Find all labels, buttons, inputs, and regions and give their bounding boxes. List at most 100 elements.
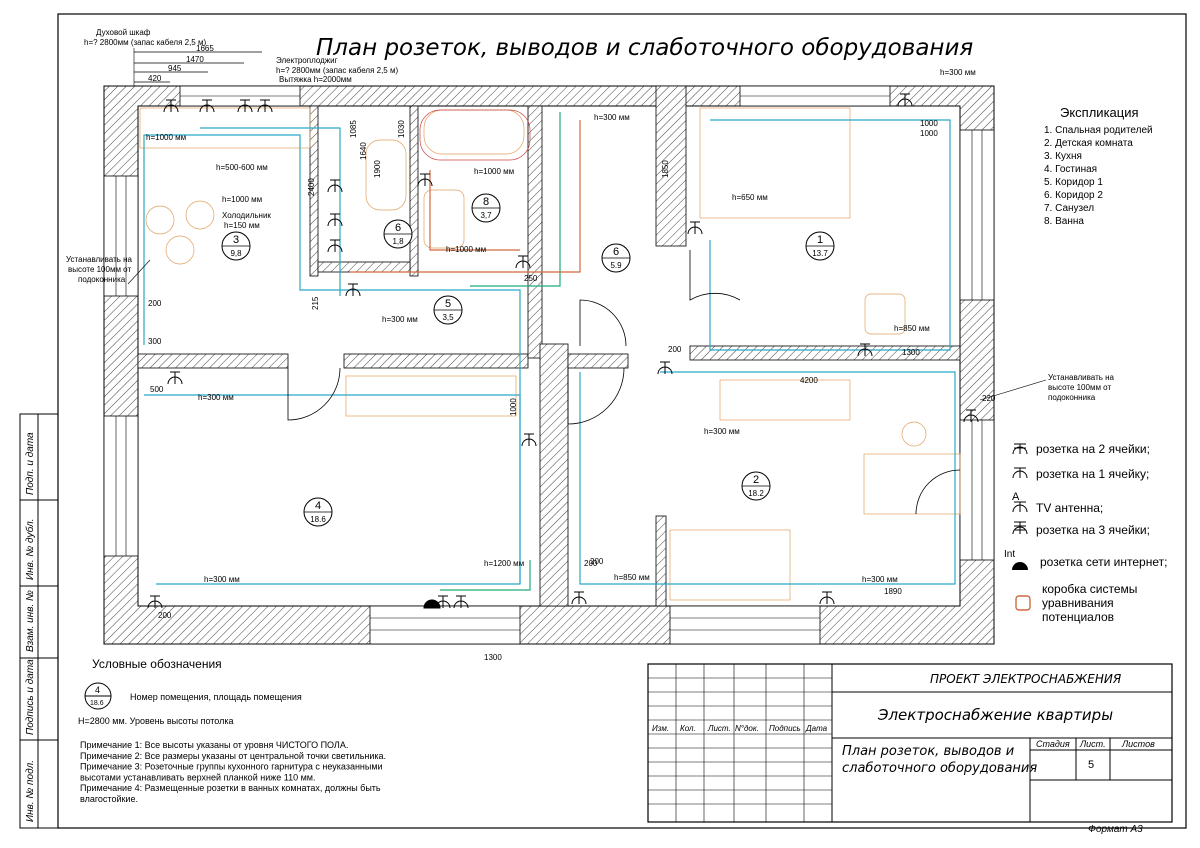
room-marker: 418.6 bbox=[303, 497, 333, 527]
legend-internet: розетка сети интернет; bbox=[1040, 555, 1167, 569]
side-stamp-sign: Подпись и дата bbox=[25, 659, 36, 735]
explication-item: 8. Ванна bbox=[1044, 216, 1084, 227]
socket-icon bbox=[167, 371, 183, 385]
room-number: 1 bbox=[817, 234, 823, 246]
dim-1665: 1665 bbox=[196, 44, 214, 53]
cable-living bbox=[144, 394, 521, 584]
internet-socket-icon bbox=[423, 599, 441, 609]
window-note-left-2: высоте 100мм от bbox=[68, 265, 131, 274]
legend-socket-2: розетка на 2 ячейки; bbox=[1036, 442, 1150, 456]
legend-internet-mark: Int bbox=[1004, 549, 1015, 560]
socket-icon bbox=[147, 595, 163, 609]
conventions: Условные обозначения 4 18.6 Номер помеще… bbox=[78, 657, 386, 804]
explication-item: 1. Спальная родителей bbox=[1044, 125, 1153, 136]
window-note-left-3: подоконника bbox=[78, 275, 126, 284]
room-number: 4 bbox=[315, 500, 321, 512]
outer-walls bbox=[103, 85, 995, 645]
col-doc: N°док. bbox=[735, 724, 759, 733]
socket-icon bbox=[199, 99, 215, 113]
dimension-label: 200 bbox=[148, 299, 162, 308]
stove-label: Электроплоджиг bbox=[276, 56, 338, 65]
window-note-left-1: Устанавливать на bbox=[66, 255, 133, 264]
explication-item: 3. Кухня bbox=[1044, 151, 1082, 162]
socket-icon bbox=[963, 409, 979, 423]
dimension-label: 200 bbox=[584, 559, 598, 568]
dimension-label: 500 bbox=[150, 385, 164, 394]
dimension-label: 200 bbox=[590, 557, 604, 566]
title-block: Изм. Кол. Лист. N°док. Подпись Дата ПРОЕ… bbox=[647, 663, 1173, 835]
stamp-project: ПРОЕКТ ЭЛЕКТРОСНАБЖЕНИЯ bbox=[930, 672, 1122, 686]
explication-item: 2. Детская комната bbox=[1044, 138, 1133, 149]
dimension-label: 1085 bbox=[349, 120, 358, 138]
dimension-label: 1900 bbox=[373, 160, 382, 178]
room-number: 6 bbox=[395, 222, 401, 234]
stamp-list-value: 5 bbox=[1088, 759, 1094, 771]
room-number: 2 bbox=[753, 474, 759, 486]
stove-height: h=? 2800мм (запас кабеля 2,5 м) bbox=[276, 66, 398, 75]
room-area: 13.7 bbox=[812, 249, 828, 258]
dimension-label: 1000 bbox=[920, 129, 938, 138]
socket-icon bbox=[515, 255, 531, 269]
socket-icon bbox=[327, 213, 343, 227]
example-area: 18.6 bbox=[90, 700, 104, 707]
socket-icon bbox=[257, 99, 273, 113]
page-title: План розеток, выводов и слаботочного обо… bbox=[316, 35, 973, 61]
dimension-label: 1000 bbox=[509, 398, 518, 416]
socket-icon bbox=[453, 595, 469, 609]
socket-icon bbox=[327, 179, 343, 193]
room-marker: 83,7 bbox=[471, 193, 501, 223]
furniture bbox=[139, 107, 961, 601]
room-area: 5.9 bbox=[610, 261, 622, 270]
cable-bath bbox=[350, 120, 581, 273]
height-label: h=1000 мм bbox=[222, 195, 262, 204]
side-stamp-dup: Инв. № дубл. bbox=[24, 519, 36, 581]
dim-1470: 1470 bbox=[186, 55, 204, 64]
window-note-right-2: высоте 100мм от bbox=[1048, 383, 1111, 392]
height-label: h=300 мм bbox=[204, 575, 240, 584]
dimension-label: 1300 bbox=[484, 653, 502, 662]
stamp-object: Электроснабжение квартиры bbox=[877, 706, 1113, 724]
cable-corridor bbox=[470, 112, 561, 287]
socket-3-icon bbox=[1012, 521, 1028, 535]
col-list: Лист. bbox=[707, 724, 731, 733]
height-label: h=300 мм bbox=[382, 315, 418, 324]
example-text: Номер помещения, площадь помещения bbox=[130, 692, 302, 702]
oven-label: Духовой шкаф bbox=[96, 28, 151, 37]
height-label: h=850 мм bbox=[614, 573, 650, 582]
room-area: 3,7 bbox=[480, 211, 492, 220]
window-note-right-3: подоконника bbox=[1048, 393, 1096, 402]
stamp-lists: Листов bbox=[1121, 739, 1155, 749]
col-sign: Подпись bbox=[769, 724, 801, 733]
height-text: H=2800 мм. Уровень высоты потолка bbox=[78, 716, 233, 726]
window-note-right-1: Устанавливать на bbox=[1048, 373, 1115, 382]
stamp-sheet-title-2: слаботочного оборудования bbox=[842, 761, 1037, 776]
room-area: 9,8 bbox=[230, 249, 242, 258]
note-line: высотами устанавливать верхней планкой н… bbox=[80, 772, 315, 782]
height-label: h=1000 мм bbox=[146, 133, 186, 142]
socket-icon bbox=[237, 99, 253, 113]
room-marker: 39,8 bbox=[221, 231, 251, 261]
room-marker: 218.2 bbox=[741, 471, 771, 501]
cable-bedroom bbox=[709, 119, 951, 351]
room-marker: 61,8 bbox=[383, 219, 413, 249]
dimension-label: 2400 bbox=[307, 178, 316, 196]
socket-1-icon bbox=[1012, 467, 1028, 479]
socket-symbols bbox=[147, 93, 979, 609]
legend: розетка на 2 ячейки; розетка на 1 ячейку… bbox=[1004, 442, 1167, 624]
room-number: 3 bbox=[233, 234, 239, 246]
stamp-sheet-title-1: План розеток, выводов и bbox=[842, 744, 1014, 759]
room-marker: 53,5 bbox=[433, 295, 463, 325]
socket-icon bbox=[163, 99, 179, 113]
dim-945: 945 bbox=[168, 64, 182, 73]
socket-icon bbox=[657, 361, 673, 375]
dimension-label: 200 bbox=[158, 611, 172, 620]
socket-icon bbox=[327, 239, 343, 253]
height-label: h=300 мм bbox=[862, 575, 898, 584]
example-num: 4 bbox=[95, 685, 100, 695]
cable-kitchen bbox=[200, 127, 341, 296]
internet-socket-icon bbox=[1012, 562, 1028, 570]
height-label: h=300 мм bbox=[704, 427, 740, 436]
side-stamp-sign-date: Подп. и дата bbox=[25, 432, 36, 495]
socket-2-icon bbox=[1012, 443, 1028, 455]
